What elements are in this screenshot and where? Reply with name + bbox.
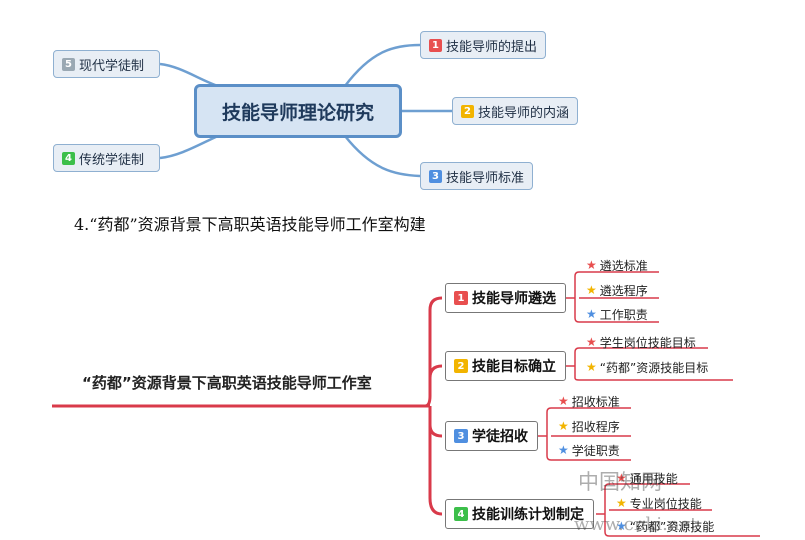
b4-leaf-lines [596, 483, 760, 537]
leaf-label: 学徒职责 [571, 443, 620, 458]
leaf-item[interactable]: ★ 学徒职责 [558, 441, 620, 459]
link-root-child3 [344, 135, 421, 178]
leaf-label: 遴选程序 [599, 283, 648, 298]
mindmap1-child-label: 技能导师标准 [446, 170, 525, 186]
number-badge-1: 1 [429, 38, 442, 52]
leaf-item[interactable]: ★ 遴选程序 [586, 281, 648, 299]
star-icon: ★ [616, 519, 627, 533]
b1-leaf-lines [566, 271, 659, 323]
mindmap2-branch-4[interactable]: 4 技能训练计划制定 [445, 499, 594, 529]
star-icon: ★ [616, 496, 627, 510]
number-badge-3: 3 [429, 169, 442, 183]
mindmap1-child-label: 传统学徒制 [79, 152, 145, 168]
b2-leaf-lines [566, 347, 733, 381]
leaf-item[interactable]: ★ 专业岗位技能 [616, 494, 702, 512]
trunk-to-b2 [428, 364, 443, 379]
mindmap1-child-label: 技能导师的内涵 [478, 105, 570, 121]
mindmap1-child-1[interactable]: 1 技能导师的提出 [420, 31, 547, 59]
branch-label: 技能目标确立 [472, 359, 556, 375]
leaf-label: 学生岗位技能目标 [599, 335, 696, 350]
leaf-label: 专业岗位技能 [629, 496, 702, 511]
star-icon: ★ [558, 443, 569, 457]
branch-label: 技能训练计划制定 [472, 507, 584, 523]
leaf-item[interactable]: ★ “药都”资源技能 [616, 517, 714, 535]
mindmap1-child-3[interactable]: 3 技能导师标准 [420, 162, 534, 190]
number-badge-2: 2 [454, 359, 468, 373]
leaf-item[interactable]: ★ 工作职责 [586, 305, 648, 323]
star-icon: ★ [586, 258, 597, 272]
link-root-child5 [159, 62, 219, 88]
trunk-to-b3 [428, 424, 443, 438]
section-caption: 4.“药都”资源背景下高职英语技能导师工作室构建 [74, 215, 426, 234]
number-badge-4: 4 [454, 507, 468, 521]
watermark-url: www.cnki.net [574, 514, 698, 535]
branch-label: 技能导师遴选 [472, 291, 556, 307]
mindmap1-child-4[interactable]: 4 传统学徒制 [53, 144, 160, 172]
branch-label: 学徒招收 [472, 429, 528, 445]
leaf-item[interactable]: ★ 通用技能 [616, 469, 678, 487]
b3-leaf-lines [538, 407, 631, 461]
leaf-label: 遴选标准 [599, 258, 648, 273]
link-root-child4 [159, 134, 219, 160]
number-badge-1: 1 [454, 291, 468, 305]
mindmap1-root[interactable]: 技能导师理论研究 [194, 84, 402, 138]
number-badge-4: 4 [62, 151, 75, 165]
leaf-label: “药都”资源技能 [629, 519, 715, 534]
mindmap2-root[interactable]: “药都”资源背景下高职英语技能导师工作室 [82, 374, 372, 392]
leaf-item[interactable]: ★ 学生岗位技能目标 [586, 333, 696, 351]
mindmap2-branch-3[interactable]: 3 学徒招收 [445, 421, 538, 451]
mindmap1-child-label: 现代学徒制 [79, 58, 145, 74]
mindmap1-child-label: 技能导师的提出 [446, 39, 538, 55]
number-badge-3: 3 [454, 429, 468, 443]
leaf-label: 招收标准 [571, 394, 620, 409]
leaf-item[interactable]: ★ “药都”资源技能目标 [586, 358, 708, 376]
star-icon: ★ [616, 471, 627, 485]
star-icon: ★ [586, 307, 597, 321]
mindmap2-branch-1[interactable]: 1 技能导师遴选 [445, 283, 566, 313]
leaf-label: 招收程序 [571, 419, 620, 434]
leaf-item[interactable]: ★ 招收程序 [558, 417, 620, 435]
leaf-item[interactable]: ★ 遴选标准 [586, 256, 648, 274]
link-root-child1 [344, 43, 421, 87]
number-badge-5: 5 [62, 57, 75, 71]
star-icon: ★ [586, 335, 597, 349]
star-icon: ★ [586, 360, 597, 374]
star-icon: ★ [558, 419, 569, 433]
leaf-item[interactable]: ★ 招收标准 [558, 392, 620, 410]
star-icon: ★ [586, 283, 597, 297]
leaf-label: 工作职责 [599, 307, 648, 322]
watermark-cn: 中国知网 [578, 470, 662, 494]
mindmap1-child-5[interactable]: 5 现代学徒制 [53, 50, 160, 78]
mindmap2-branch-2[interactable]: 2 技能目标确立 [445, 351, 566, 381]
mindmap1-child-2[interactable]: 2 技能导师的内涵 [452, 97, 579, 125]
leaf-label: 通用技能 [629, 471, 678, 486]
number-badge-2: 2 [461, 104, 474, 118]
leaf-label: “药都”资源技能目标 [599, 360, 709, 375]
star-icon: ★ [558, 394, 569, 408]
